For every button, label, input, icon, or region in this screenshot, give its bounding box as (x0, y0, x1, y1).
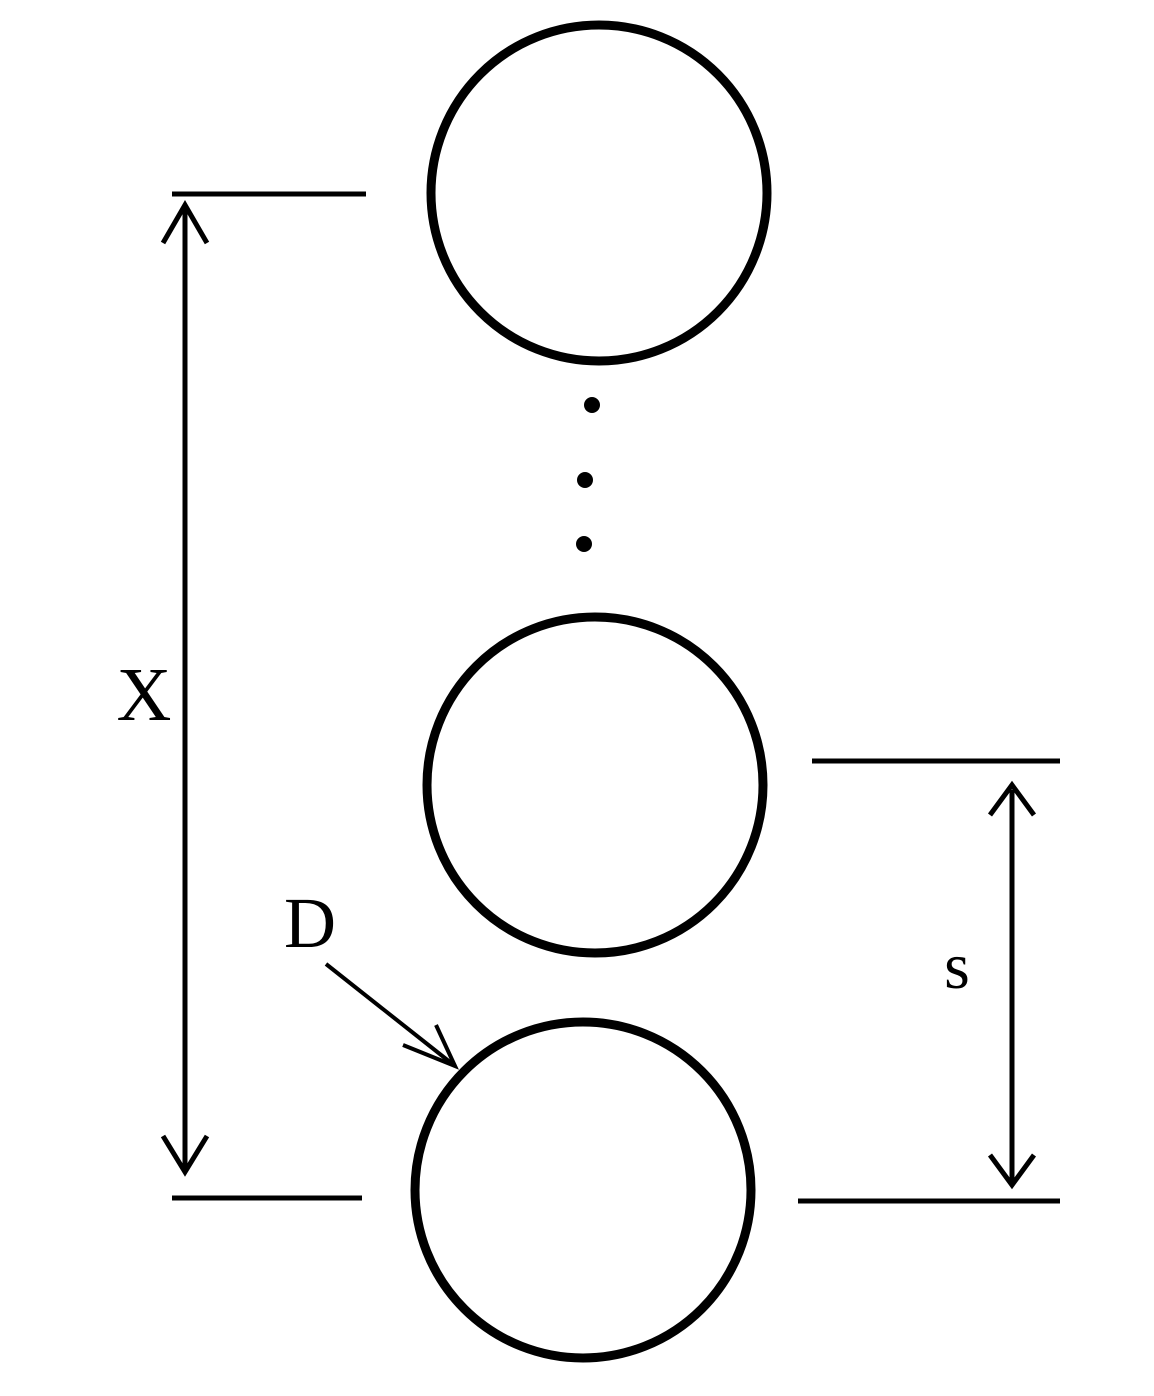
tube-circle-bottom (410, 1017, 756, 1363)
label-d: D (284, 883, 336, 963)
continuation-dot (584, 397, 600, 413)
continuation-dot (577, 472, 593, 488)
diameter-pointer-arrow (324, 962, 459, 1070)
label-s: s (944, 930, 970, 1003)
tube-circle-top (426, 20, 772, 366)
continuation-dot (576, 536, 592, 552)
x-dimension-arrow (160, 200, 210, 1177)
tube-circle-middle (422, 612, 768, 958)
label-x: X (117, 653, 172, 737)
continuation-dots (576, 397, 600, 552)
s-dimension-arrow (987, 780, 1037, 1190)
